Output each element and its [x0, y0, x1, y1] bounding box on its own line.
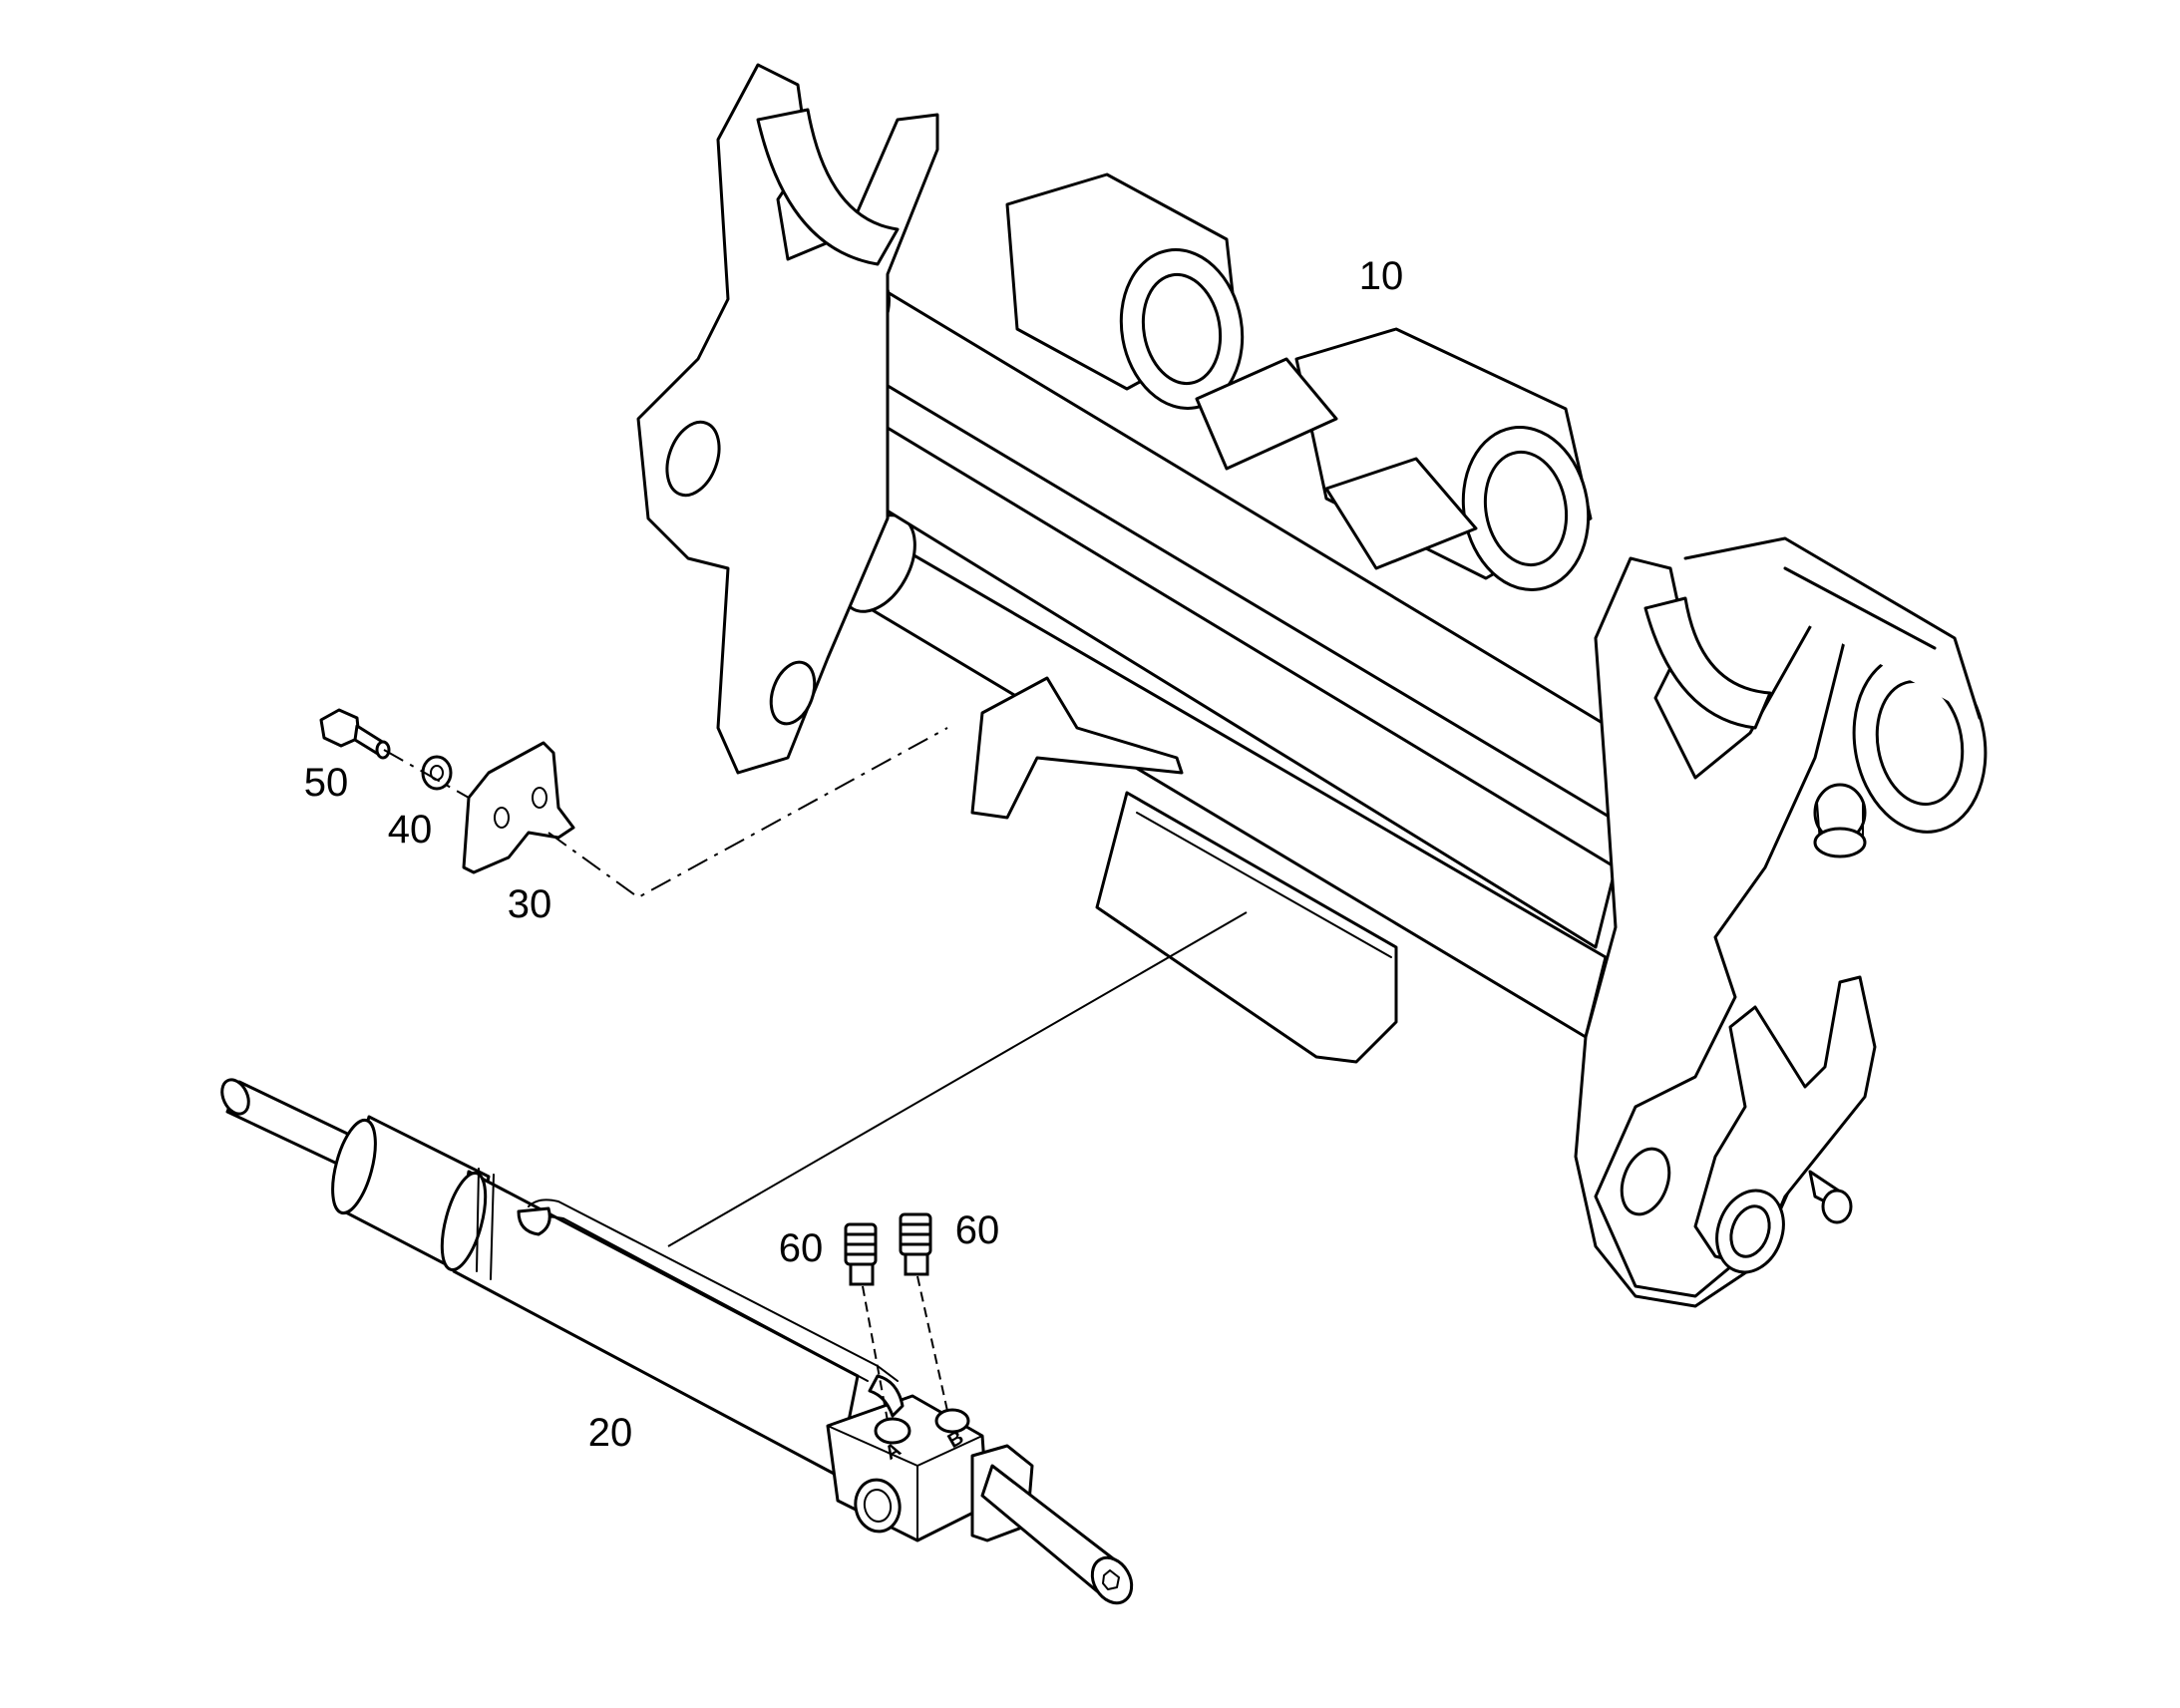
label-part-40: 40	[388, 808, 433, 852]
washer-part-40	[421, 755, 453, 791]
cylinder-part-20: A B	[220, 1078, 1134, 1605]
label-part-60-right: 60	[955, 1208, 1000, 1252]
plate-part-30	[462, 741, 575, 874]
fitting-part-60-right	[899, 1212, 932, 1276]
frame-part-10	[636, 63, 1988, 1308]
label-part-50: 50	[304, 761, 349, 805]
label-part-60-left: 60	[779, 1226, 824, 1270]
leader-lines	[383, 727, 1248, 1422]
part-labels: 10 20 30 40 50 60 60	[304, 254, 1404, 1455]
label-part-30: 30	[508, 882, 552, 926]
label-part-10: 10	[1359, 254, 1404, 298]
label-part-20: 20	[588, 1411, 633, 1455]
fitting-part-60-left	[844, 1222, 878, 1286]
bolt-part-50	[319, 708, 391, 760]
